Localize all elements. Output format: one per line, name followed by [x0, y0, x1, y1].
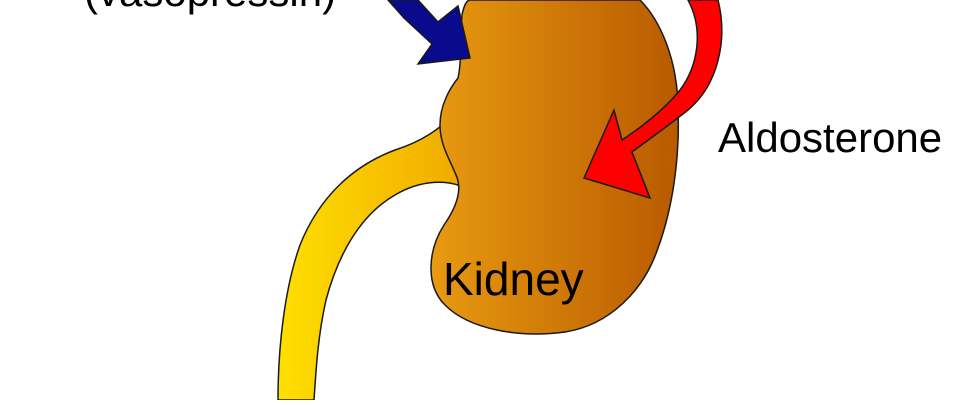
- aldosterone-label: Aldosterone: [718, 114, 942, 161]
- kidney-label: Kidney: [443, 253, 584, 305]
- adh-label-partial: (vasopressin): [84, 0, 336, 15]
- curved-arrow-icon: [582, 0, 723, 200]
- kidney-icon: [430, 0, 680, 335]
- arrow-down-right-icon: [386, 0, 471, 65]
